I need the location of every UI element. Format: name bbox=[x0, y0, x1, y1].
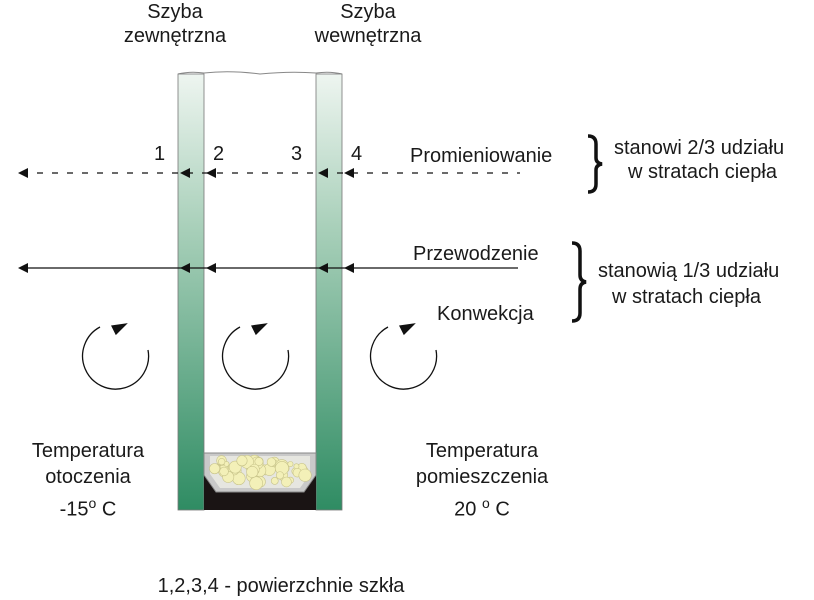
conduction-arrowheads bbox=[18, 263, 354, 273]
outer-pane bbox=[177, 73, 205, 511]
surface-1: 1 bbox=[154, 143, 166, 165]
conduction-label: Przewodzenie bbox=[413, 243, 539, 265]
desiccant-granule bbox=[246, 465, 259, 478]
convection-loop-icon bbox=[221, 326, 290, 390]
desiccant-granule bbox=[217, 458, 226, 466]
inner-pane bbox=[315, 73, 343, 511]
surface-2: 2 bbox=[213, 143, 225, 165]
desiccant-granule bbox=[209, 463, 221, 475]
desiccant-granule bbox=[270, 477, 279, 485]
desiccant-granule bbox=[254, 457, 264, 466]
surface-4: 4 bbox=[351, 143, 363, 165]
convection-loop-icon bbox=[81, 326, 150, 390]
desiccant-granule bbox=[266, 457, 277, 467]
desiccant-granule bbox=[287, 461, 294, 468]
footer-legend: 1,2,3,4 - powierzchnie szkła bbox=[157, 575, 405, 597]
desiccant-granule bbox=[281, 476, 292, 488]
desiccant-granule bbox=[275, 471, 284, 480]
cond-conv-share-1: stanowią 1/3 udziału bbox=[598, 260, 780, 282]
desiccant-granule bbox=[219, 466, 229, 477]
spacer bbox=[203, 452, 317, 510]
desiccant-granule bbox=[298, 468, 312, 482]
desiccant-granule bbox=[249, 476, 263, 490]
radiation-arrowheads bbox=[18, 168, 354, 178]
radiation-share-1: stanowi 2/3 udziału bbox=[614, 137, 785, 159]
convection-loop-icon bbox=[369, 326, 438, 390]
surface-3: 3 bbox=[291, 143, 303, 165]
brace-conduction bbox=[571, 241, 587, 323]
cond-conv-share-2: w stratach ciepła bbox=[612, 286, 761, 308]
convection-loops bbox=[81, 323, 438, 390]
glass-top-edge bbox=[177, 71, 343, 75]
radiation-label: Promieniowanie bbox=[410, 145, 553, 167]
desiccant-granule bbox=[236, 455, 248, 467]
radiation-share-2: w stratach ciepła bbox=[628, 161, 777, 183]
brace-radiation bbox=[587, 134, 603, 194]
convection-label: Konwekcja bbox=[437, 303, 534, 325]
